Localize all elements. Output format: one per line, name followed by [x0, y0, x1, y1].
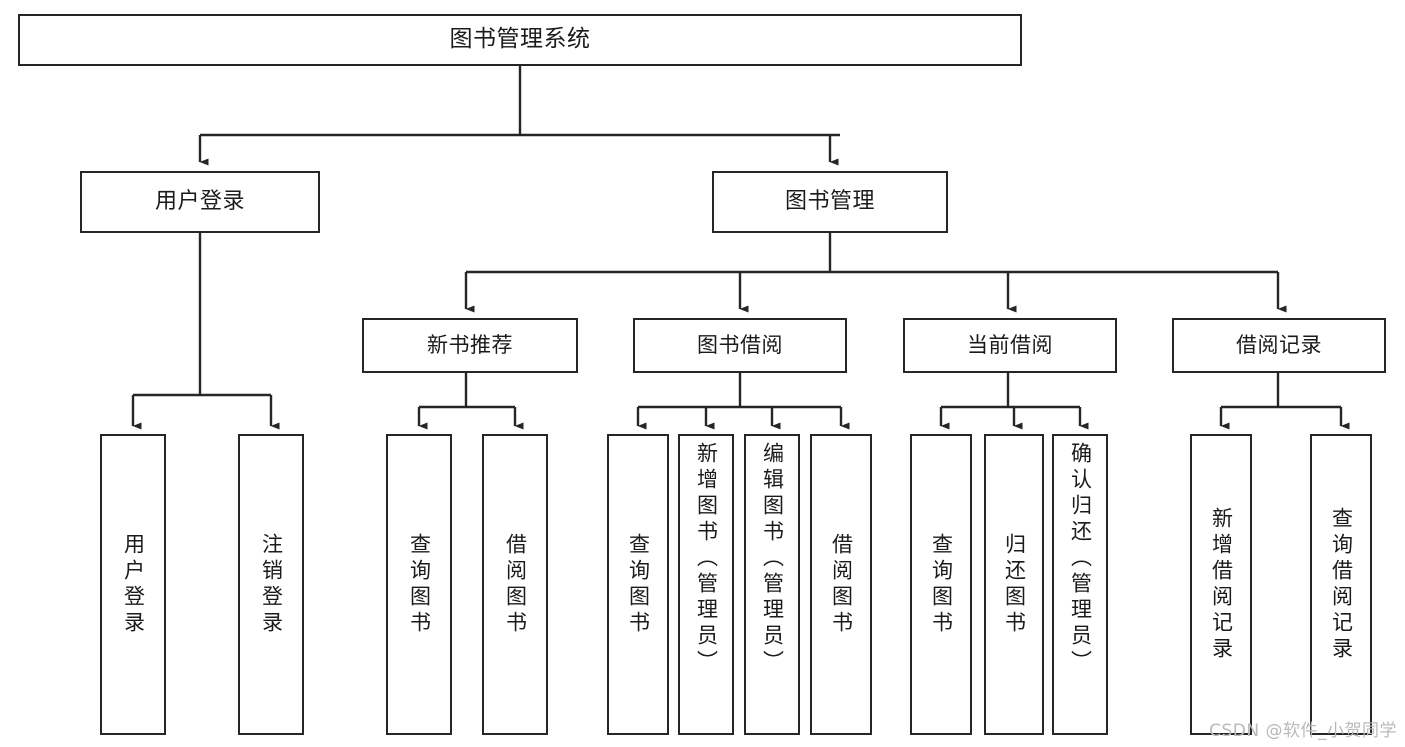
node-leaf-user-login[interactable]: 用户登录 [100, 434, 166, 735]
node-current-borrow[interactable]: 当前借阅 [903, 318, 1117, 373]
node-leaf-confirm-return-admin[interactable]: 确认归还（管理员） [1052, 434, 1108, 735]
node-label: 图书管理系统 [449, 26, 591, 53]
node-label: 当前借阅 [967, 333, 1053, 358]
node-leaf-return-book[interactable]: 归还图书 [984, 434, 1044, 735]
node-label: 新增借阅记录 [1209, 506, 1234, 663]
node-label: 查询借阅记录 [1329, 506, 1354, 663]
node-leaf-query-borrow-record[interactable]: 查询借阅记录 [1310, 434, 1372, 735]
node-leaf-add-book-admin[interactable]: 新增图书（管理员） [678, 434, 734, 735]
watermark: CSDN @软件_小贺同学 [1209, 721, 1397, 741]
node-label: 借阅记录 [1236, 333, 1322, 358]
node-leaf-logout[interactable]: 注销登录 [238, 434, 304, 735]
node-label: 借阅图书 [503, 532, 528, 637]
node-leaf-borrow-book-1[interactable]: 借阅图书 [482, 434, 548, 735]
node-label: 新书推荐 [427, 333, 513, 358]
node-borrow-record[interactable]: 借阅记录 [1172, 318, 1386, 373]
node-label: 用户登录 [121, 532, 146, 637]
connector-record-to-leaves [1219, 373, 1350, 430]
node-label: 查询图书 [626, 532, 651, 637]
connector-borrow-to-leaves [636, 373, 850, 430]
node-label: 确认归还（管理员） [1068, 442, 1093, 676]
connector-bookmgmt-to-level2 [464, 233, 1287, 313]
node-book-borrow[interactable]: 图书借阅 [633, 318, 847, 373]
node-label: 用户登录 [154, 189, 245, 215]
node-leaf-edit-book-admin[interactable]: 编辑图书（管理员） [744, 434, 800, 735]
node-leaf-borrow-book-2[interactable]: 借阅图书 [810, 434, 872, 735]
node-leaf-query-book-1[interactable]: 查询图书 [386, 434, 452, 735]
node-new-book-recommend[interactable]: 新书推荐 [362, 318, 578, 373]
connector-userlogin-to-leaves [131, 233, 280, 430]
node-label: 编辑图书（管理员） [760, 442, 785, 676]
node-label: 新增图书（管理员） [694, 442, 719, 676]
connector-current-to-leaves [939, 373, 1089, 430]
node-label: 图书管理 [784, 189, 875, 215]
node-leaf-query-book-3[interactable]: 查询图书 [910, 434, 972, 735]
node-label: 查询图书 [407, 532, 432, 637]
node-root[interactable]: 图书管理系统 [18, 14, 1022, 66]
node-label: 图书借阅 [697, 333, 783, 358]
connector-recommend-to-leaves [417, 373, 524, 430]
node-user-login[interactable]: 用户登录 [80, 171, 320, 233]
node-label: 借阅图书 [829, 532, 854, 637]
node-label: 归还图书 [1002, 532, 1027, 637]
connector-root-to-level1 [198, 66, 840, 166]
node-book-management[interactable]: 图书管理 [712, 171, 948, 233]
node-label: 查询图书 [929, 532, 954, 637]
node-leaf-add-borrow-record[interactable]: 新增借阅记录 [1190, 434, 1252, 735]
node-leaf-query-book-2[interactable]: 查询图书 [607, 434, 669, 735]
node-label: 注销登录 [259, 532, 284, 637]
